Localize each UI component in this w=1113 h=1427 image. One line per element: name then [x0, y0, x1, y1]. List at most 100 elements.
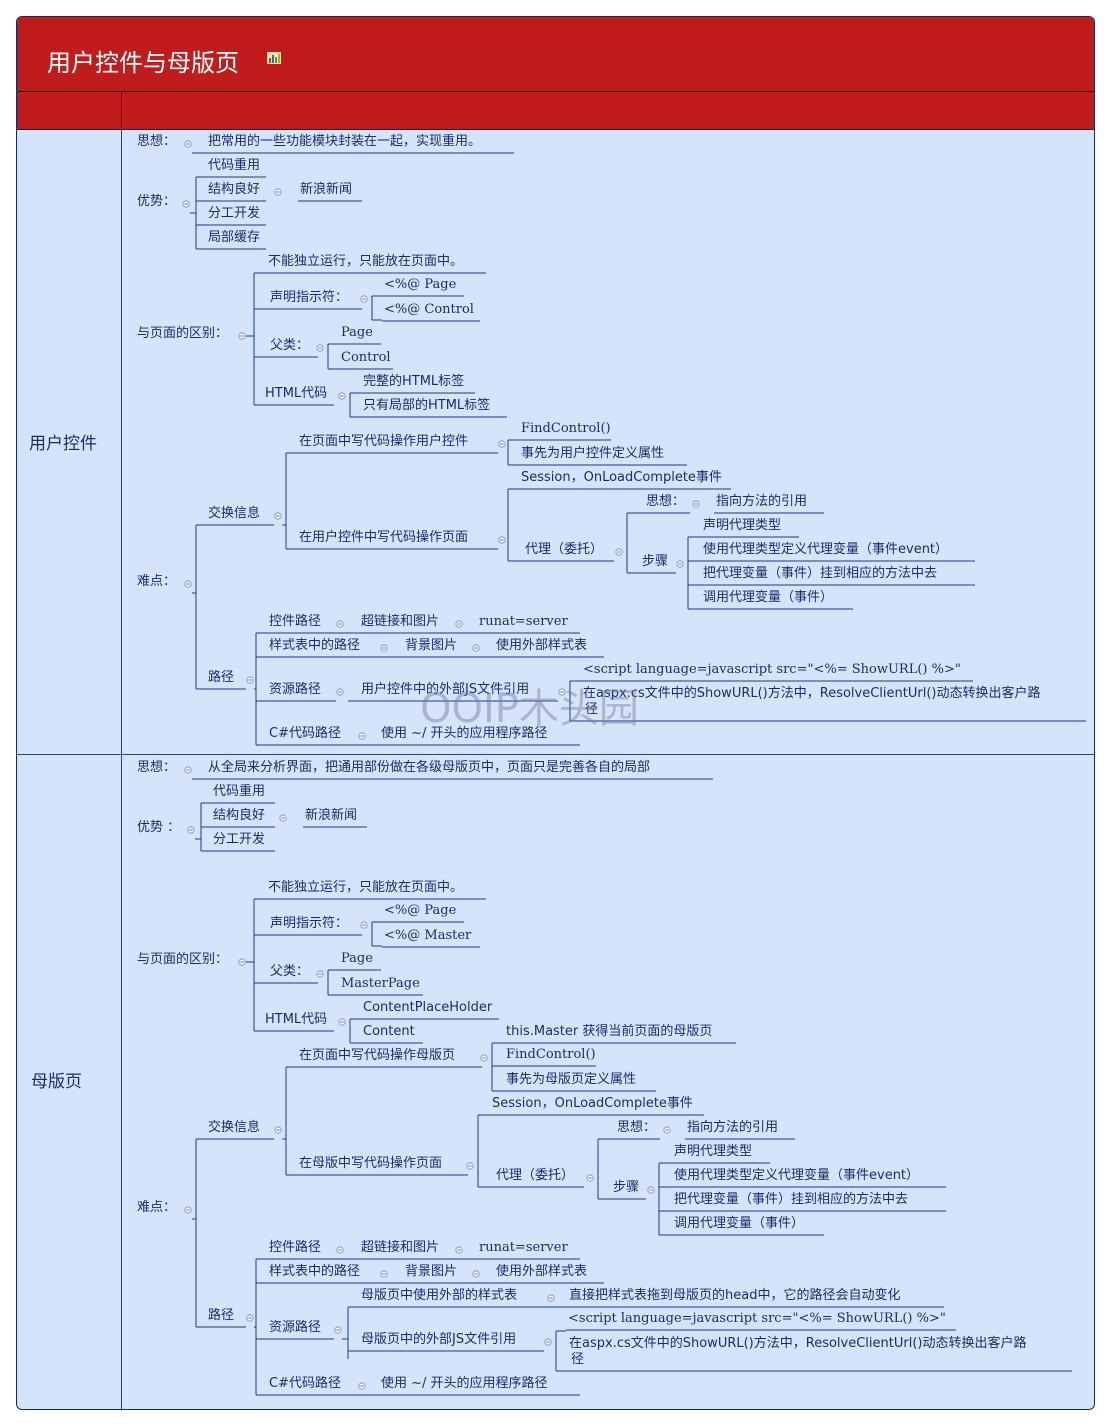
define-property: 事先为母版页定义属性: [506, 1072, 637, 1087]
control-path: 控件路径: [269, 614, 322, 629]
this-master: this.Master 获得当前页面的母版页: [506, 1024, 713, 1039]
directive-other: <%@ Master: [384, 928, 472, 943]
difficulty-label: 难点：: [137, 574, 177, 589]
idea-text: 把常用的一些功能模块封装在一起，实现重用。: [208, 134, 482, 149]
css-path: 样式表中的路径: [269, 1264, 361, 1279]
advantage-item: 代码重用: [213, 784, 266, 799]
directive-other: <%@ Control: [384, 302, 474, 317]
parent-label: 父类：: [270, 964, 310, 979]
header-row: [17, 91, 1094, 130]
resource-js-script: <script language=javascript src="<%= Sho…: [583, 662, 961, 677]
delegate-step: 把代理变量（事件）挂到相应的方法中去: [674, 1192, 909, 1207]
section-divider: [17, 754, 1094, 755]
advantage-item: 局部缓存: [208, 230, 261, 245]
css-path-b: 使用外部样式表: [496, 638, 588, 653]
delegate-idea-text: 指向方法的引用: [687, 1120, 779, 1135]
delegate-label: 代理（委托）: [496, 1168, 575, 1183]
advantage-example: 新浪新闻: [300, 182, 353, 197]
steps-label: 步骤: [642, 554, 669, 569]
csharp-path: C#代码路径: [269, 726, 341, 741]
exchange-label: 交换信息: [208, 1120, 261, 1135]
directive-label: 声明指示符：: [270, 916, 349, 931]
page-title: 用户控件与母版页: [47, 49, 239, 77]
header-divider: [121, 91, 122, 129]
resource-js-resolve-2: 径: [571, 1352, 585, 1367]
delegate-step: 使用代理类型定义代理变量（事件event）: [674, 1168, 920, 1183]
advantage-example: 新浪新闻: [305, 808, 358, 823]
resource-path: 资源路径: [269, 682, 322, 697]
watermark-logo: OOIP木头园: [420, 686, 639, 732]
page-to-master: 在页面中写代码操作母版页: [299, 1048, 456, 1063]
html-label: HTML代码: [265, 386, 328, 401]
css-path-a: 背景图片: [405, 1264, 458, 1279]
session-event: Session，OnLoadComplete事件: [492, 1096, 693, 1111]
control-path-b: runat=server: [479, 1240, 568, 1255]
parent-other: MasterPage: [341, 976, 420, 991]
css-path: 样式表中的路径: [269, 638, 361, 653]
path-label: 路径: [208, 1308, 235, 1323]
resource-css: 母版页中使用外部的样式表: [361, 1288, 518, 1303]
csharp-path-a: 使用 ~/ 开头的应用程序路径: [381, 726, 548, 741]
session-event: Session，OnLoadComplete事件: [521, 470, 722, 485]
delegate-idea-label: 思想：: [617, 1120, 657, 1135]
resource-js-resolve: 在aspx.cs文件中的ShowURL()方法中，ResolveClientUr…: [583, 686, 1041, 701]
diff-standalone: 不能独立运行，只能放在页面中。: [268, 880, 464, 895]
csharp-path-a: 使用 ~/ 开头的应用程序路径: [381, 1376, 548, 1391]
resource-js-script: <script language=javascript src="<%= Sho…: [568, 1311, 946, 1326]
csharp-path: C#代码路径: [269, 1376, 341, 1391]
resource-js-resolve-2: 径: [585, 702, 599, 717]
css-path-b: 使用外部样式表: [496, 1264, 588, 1279]
diff-standalone: 不能独立运行，只能放在页面中。: [268, 254, 464, 269]
parent-page: Page: [341, 951, 373, 966]
control-path-a: 超链接和图片: [361, 614, 440, 629]
difficulty-label: 难点：: [137, 1200, 177, 1215]
resource-css-a: 直接把样式表拖到母版页的head中，它的路径会自动变化: [569, 1288, 901, 1303]
advantage-item: 代码重用: [208, 158, 261, 173]
delegate-idea-text: 指向方法的引用: [716, 494, 808, 509]
resource-js: 母版页中的外部JS文件引用: [361, 1332, 517, 1347]
advantage-label: 优势 ：: [137, 820, 181, 835]
exchange-label: 交换信息: [208, 506, 261, 521]
directive-page: <%@ Page: [384, 903, 457, 918]
resource-js: 用户控件中的外部JS文件引用: [361, 682, 530, 697]
control-path-a: 超链接和图片: [361, 1240, 440, 1255]
idea-label: 思想：: [137, 134, 177, 149]
delegate-idea-label: 思想：: [646, 494, 686, 509]
parent-other: Control: [341, 350, 391, 365]
parent-page: Page: [341, 325, 373, 340]
master-to-page: 在母版中写代码操作页面: [299, 1156, 443, 1171]
path-label: 路径: [208, 670, 235, 685]
chart-badge-icon: [267, 52, 281, 64]
find-control: FindControl(): [506, 1047, 596, 1062]
resource-js-resolve: 在aspx.cs文件中的ShowURL()方法中，ResolveClientUr…: [569, 1336, 1027, 1351]
delegate-step: 声明代理类型: [674, 1144, 753, 1159]
delegate-label: 代理（委托）: [525, 542, 604, 557]
directive-page: <%@ Page: [384, 277, 457, 292]
html-item-b: 只有局部的HTML标签: [363, 398, 491, 413]
section-title-user-control: 用户控件: [29, 434, 97, 454]
directive-label: 声明指示符：: [270, 290, 349, 305]
html-label: HTML代码: [265, 1012, 328, 1027]
advantage-label: 优势：: [137, 194, 177, 209]
delegate-step: 把代理变量（事件）挂到相应的方法中去: [703, 566, 938, 581]
steps-label: 步骤: [613, 1180, 640, 1195]
idea-text: 从全局来分析界面，把通用部份做在各级母版页中，页面只是完善各自的局部: [208, 760, 651, 775]
css-path-a: 背景图片: [405, 638, 458, 653]
delegate-step: 调用代理变量（事件）: [674, 1216, 805, 1231]
diff-label: 与页面的区别：: [137, 952, 229, 967]
page-to-control: 在页面中写代码操作用户控件: [299, 434, 469, 449]
advantage-item: 结构良好: [208, 182, 261, 197]
parent-label: 父类：: [270, 338, 310, 353]
html-item-a: 完整的HTML标签: [363, 374, 465, 389]
advantage-item: 结构良好: [213, 808, 266, 823]
diff-label: 与页面的区别：: [137, 326, 229, 341]
control-to-page: 在用户控件中写代码操作页面: [299, 530, 469, 545]
control-path: 控件路径: [269, 1240, 322, 1255]
resource-path: 资源路径: [269, 1320, 322, 1335]
html-item-b: Content: [363, 1024, 415, 1039]
find-control: FindControl(): [521, 421, 611, 436]
html-item-a: ContentPlaceHolder: [363, 1000, 493, 1015]
delegate-step: 使用代理类型定义代理变量（事件event）: [703, 542, 949, 557]
control-path-b: runat=server: [479, 614, 568, 629]
